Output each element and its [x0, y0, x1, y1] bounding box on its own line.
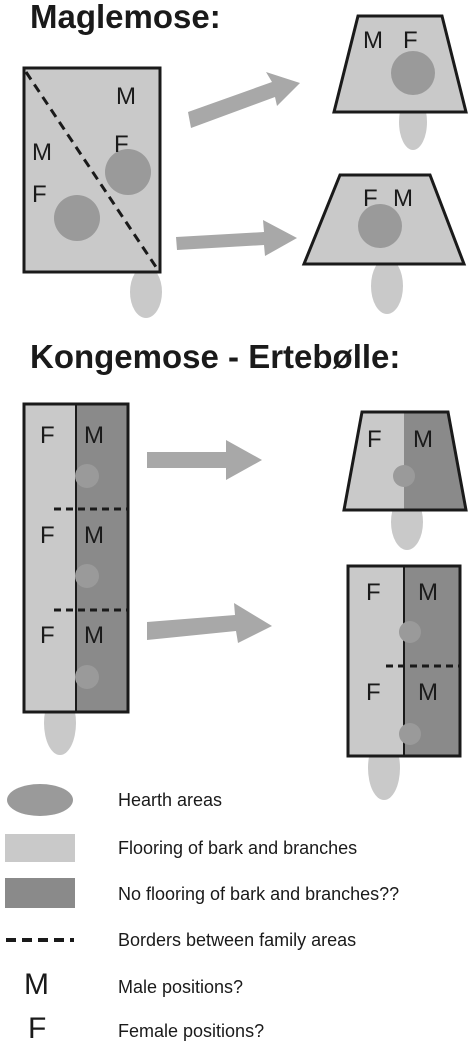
male-marker: M [418, 579, 438, 606]
hearth [358, 204, 402, 248]
hearth [391, 51, 435, 95]
male-symbol: M [24, 968, 49, 1001]
no-flooring-swatch [5, 878, 75, 908]
maglemose-heading: Maglemose: [30, 0, 221, 35]
female-marker: F [367, 426, 382, 453]
family-border-line [24, 71, 160, 271]
no-flooring-area [76, 404, 128, 712]
legend-row-flooring: Flooring of bark and branches [5, 834, 357, 862]
kongemose-result-top: F M [342, 410, 468, 550]
kongemose-heading: Kongemose - Ertebølle: [30, 338, 400, 375]
legend-row-hearth: Hearth areas [7, 784, 222, 816]
legend-row-no-flooring: No flooring of bark and branches?? [5, 878, 399, 908]
flooring-area [24, 404, 76, 712]
hearth [75, 564, 99, 588]
maglemose-result-bottom: F M [301, 173, 467, 314]
no-flooring-area [404, 412, 466, 510]
male-marker: M [393, 185, 413, 212]
arrow [176, 220, 297, 256]
male-marker: M [116, 83, 136, 110]
female-marker: F [366, 579, 381, 606]
legend: Hearth areas Flooring of bark and branch… [5, 784, 399, 1045]
arrow [147, 440, 262, 480]
female-marker: F [403, 27, 418, 54]
female-marker: F [40, 522, 55, 549]
female-marker: F [366, 679, 381, 706]
flooring-area [348, 566, 404, 756]
legend-label: No flooring of bark and branches?? [118, 884, 399, 904]
arrow [188, 72, 300, 128]
male-marker: M [84, 422, 104, 449]
legend-row-female: F Female positions? [28, 1012, 264, 1045]
hearth [393, 465, 415, 487]
male-marker: M [84, 522, 104, 549]
hearth [399, 621, 421, 643]
entrance-shape [130, 266, 162, 318]
hearth [399, 723, 421, 745]
legend-label: Flooring of bark and branches [118, 838, 357, 858]
male-marker: M [32, 139, 52, 166]
female-marker: F [32, 181, 47, 208]
hearth [105, 149, 151, 195]
female-symbol: F [28, 1012, 46, 1045]
legend-label: Female positions? [118, 1021, 264, 1041]
legend-label: Borders between family areas [118, 930, 356, 950]
legend-label: Male positions? [118, 977, 243, 997]
floor-outline [342, 410, 468, 512]
male-marker: M [363, 27, 383, 54]
male-marker: M [418, 679, 438, 706]
hearth [75, 665, 99, 689]
female-marker: F [40, 422, 55, 449]
flooring-swatch [5, 834, 75, 862]
female-marker: F [40, 622, 55, 649]
legend-row-male: M Male positions? [24, 968, 243, 1001]
arrow [147, 603, 272, 643]
legend-row-borders: Borders between family areas [6, 930, 356, 950]
kongemose-plan: F M F M F M [22, 402, 130, 755]
male-marker: M [84, 622, 104, 649]
hearth-swatch [7, 784, 73, 816]
hearth [75, 464, 99, 488]
kongemose-result-bottom: F M F M [346, 564, 462, 800]
legend-label: Hearth areas [118, 790, 222, 810]
female-marker: F [363, 185, 378, 212]
male-marker: M [413, 426, 433, 453]
hearth [54, 195, 100, 241]
entrance-shape [371, 258, 403, 314]
maglemose-plan: M M F F [22, 66, 162, 318]
female-marker: F [114, 131, 129, 158]
maglemose-result-top: M F [332, 14, 468, 150]
